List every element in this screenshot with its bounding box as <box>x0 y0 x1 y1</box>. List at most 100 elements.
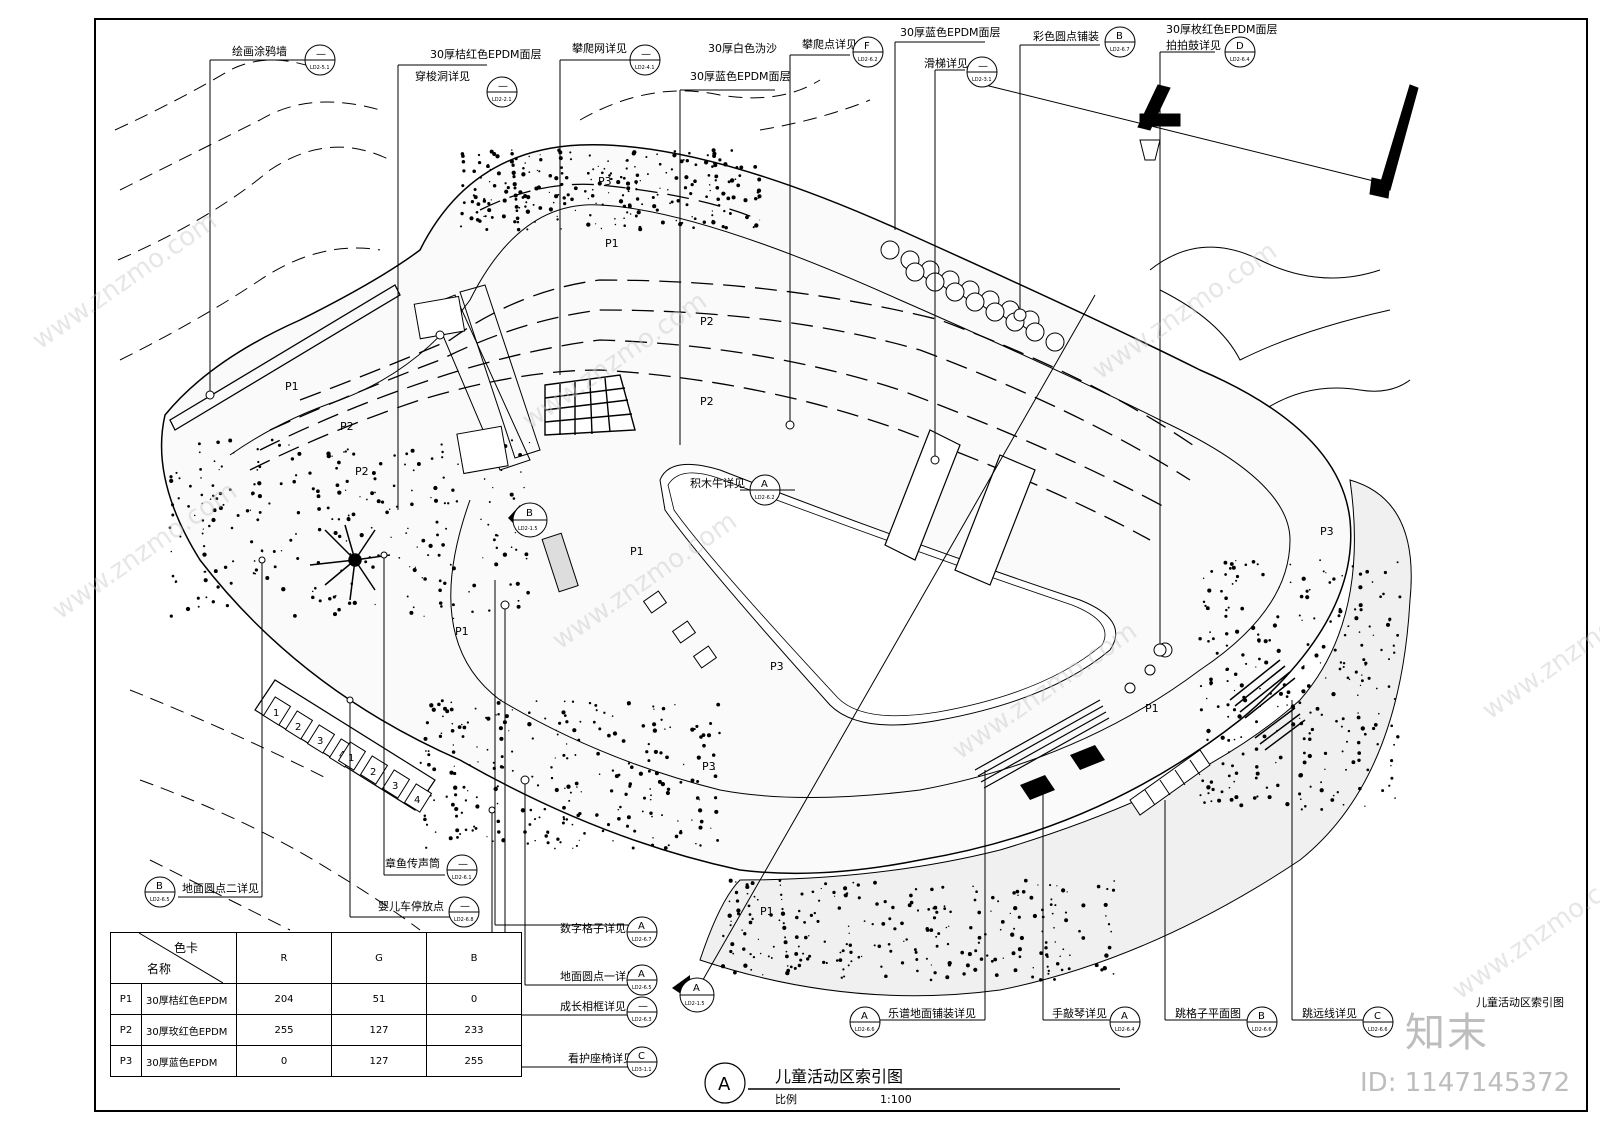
callout-text: 积木牛详见 <box>690 476 745 490</box>
callout-material-text: 30厚桔红色EPDM面层 <box>430 47 542 61</box>
callout-material-text: 30厚蓝色EPDM面层 <box>900 25 1001 39</box>
row-r: 255 <box>236 1014 332 1046</box>
row-code: P1 <box>110 983 142 1015</box>
callout-paint-wall: 绘画涂鸦墙—LD2-5.1 <box>232 44 336 76</box>
detail-symbol-ref: LD3-1.1 <box>632 1067 652 1073</box>
outer-band <box>699 479 1412 997</box>
callout-stroller: 婴儿车停放点—LD2-6.8 <box>378 896 480 928</box>
detail-symbol-letter: B <box>1258 1011 1265 1022</box>
detail-symbol-ref: LD2-6.2 <box>755 495 775 501</box>
painting-wall <box>169 284 401 431</box>
watermark-text: www.znzmo.com <box>27 206 223 356</box>
callout-text: 手敲琴详见 <box>1052 1006 1107 1020</box>
zone-label: P1 <box>760 905 774 918</box>
zone-label: P1 <box>605 237 619 250</box>
row-name: 30厚蓝色EPDM <box>141 1045 237 1077</box>
brand-logo: 知末 <box>1405 1010 1489 1056</box>
title-block: A 儿童活动区索引图 比例 1:100 <box>704 1062 1120 1106</box>
zone-label: P2 <box>340 420 354 433</box>
callout-blocks: 积木牛详见 A LD2-6.2 <box>690 474 781 506</box>
drawing-title: 儿童活动区索引图 <box>775 1067 903 1086</box>
callout-text: 章鱼传声筒 <box>385 856 440 870</box>
col-b-header: B <box>426 932 522 984</box>
detail-symbol-letter: — <box>460 901 470 912</box>
stroller-slot-number: 1 <box>348 753 354 764</box>
row-name: 30厚桔红色EPDM <box>141 983 237 1015</box>
detail-symbol-letter: A <box>638 921 645 932</box>
callout-text: 彩色圆点铺装 <box>1033 29 1099 43</box>
callout-text: 跳格子平面图 <box>1175 1006 1241 1020</box>
row-g: 127 <box>331 1045 427 1077</box>
row-b: 0 <box>426 983 522 1015</box>
detail-symbol-letter: C <box>1374 1011 1381 1022</box>
stroller-slot-number: 3 <box>317 736 323 747</box>
callout-material-text: 30厚蓝色EPDM面层 <box>690 69 791 83</box>
callout-longjump: 跳远线详见 C LD2-6.6 <box>1302 1006 1394 1038</box>
section-mark-letter: A <box>693 983 700 994</box>
detail-symbol-letter: — <box>638 1001 648 1012</box>
watermark-text: www.znzmo.com <box>1477 576 1600 726</box>
zone-label: P1 <box>1145 702 1159 715</box>
stroller-slot <box>337 741 367 771</box>
section-mark-left: B LD2-1.5 <box>508 502 548 538</box>
zone-labels: P1 P1 P1 P1 P1 P1 P2 P2 P2 P2 P3 P3 P3 P… <box>285 175 1334 918</box>
section-mark-ref: LD2-1.5 <box>518 526 538 532</box>
row-b: 255 <box>426 1045 522 1077</box>
callout-text: 跳远线详见 <box>1302 1006 1357 1020</box>
zone-label: P1 <box>630 545 644 558</box>
section-mark-bottom: A LD2-1.5 <box>672 975 715 1013</box>
zone-label: P3 <box>770 660 784 673</box>
corner-title: 儿童活动区索引图 <box>1476 996 1564 1009</box>
tunnel <box>413 284 541 475</box>
leader-ends <box>205 308 1167 814</box>
callout-sand: 30厚白色沩沙 30厚蓝色EPDM面层 <box>690 41 791 83</box>
scale-label: 比例 <box>775 1092 797 1106</box>
stroller-slot <box>284 710 314 740</box>
color-table-header-top: 色卡 <box>173 941 198 955</box>
detail-symbol-letter: A <box>761 479 768 490</box>
scale-value: 1:100 <box>880 1093 912 1106</box>
drum-structure <box>984 84 1419 199</box>
hand-piano <box>1020 745 1105 800</box>
stroller-slot <box>262 696 292 726</box>
table-row: P3 30厚蓝色EPDM 0 127 255 <box>110 1045 522 1077</box>
table-row: P2 30厚玫红色EPDM 255 127 233 <box>110 1014 522 1046</box>
detail-symbol-letter: A <box>1121 1011 1128 1022</box>
detail-symbol-letter: — <box>458 859 468 870</box>
zone-label: P3 <box>1320 525 1334 538</box>
section-mark-ref: LD2-1.5 <box>685 1001 705 1007</box>
detail-symbol-letter: F <box>864 41 870 52</box>
track-inner-line <box>229 204 1291 798</box>
section-line <box>699 294 1096 986</box>
detail-symbol-ref: LD2-6.6 <box>1368 1027 1388 1033</box>
detail-symbol-letter: A <box>861 1011 868 1022</box>
callout-text: 30厚白色沩沙 <box>708 41 777 55</box>
callout-text: 滑梯详见 <box>924 56 968 70</box>
callout-text: 看护座椅详见 <box>568 1051 634 1065</box>
callout-text: 乐谱地面铺装详见 <box>888 1006 976 1020</box>
terrain-lines <box>1149 246 1411 421</box>
row-r: 204 <box>236 983 332 1015</box>
detail-symbol-letter: B <box>1116 31 1123 42</box>
detail-symbol-ref: LD2-6.7 <box>632 937 652 943</box>
detail-symbol-letter: C <box>638 1051 645 1062</box>
color-table-corner: 色卡 名称 <box>110 932 237 984</box>
watermark-text: www.znzmo.com <box>1447 856 1600 1006</box>
zone-label: P3 <box>702 760 716 773</box>
detail-symbol-ref: LD2-2.1 <box>492 97 512 103</box>
stroller-slot <box>403 783 433 813</box>
stroller-slot <box>359 755 389 785</box>
callout-text: 攀爬网详见 <box>572 41 627 55</box>
section-mark-letter: B <box>526 508 533 519</box>
callout-seat: 看护座椅详见 C LD3-1.1 <box>568 1046 658 1078</box>
detail-symbol-letter: — <box>978 61 988 72</box>
color-table-header-bottom: 名称 <box>147 962 172 976</box>
